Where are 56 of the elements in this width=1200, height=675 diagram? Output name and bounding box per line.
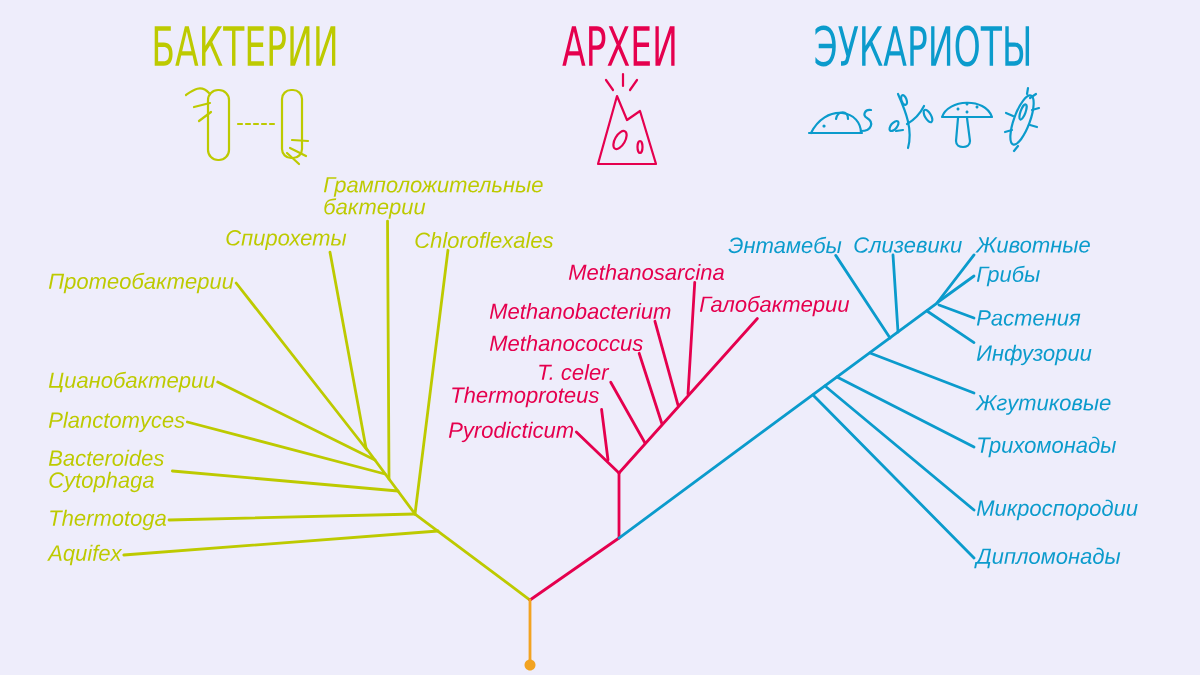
domain-heading: БАКТЕРИИ xyxy=(154,26,336,66)
branch-line xyxy=(328,250,368,450)
domain-heading: ЭУКАРИОТЫ xyxy=(815,25,1030,67)
taxon-label: Энтамебы xyxy=(728,236,842,254)
branch-line xyxy=(935,253,976,305)
taxon-label: T. celer xyxy=(539,363,610,381)
taxon-label: Слизевики xyxy=(854,237,962,253)
taxon-label: Chloroflexales xyxy=(415,231,554,249)
branch-line xyxy=(216,380,377,462)
branch-line xyxy=(834,254,892,340)
branch-line xyxy=(936,274,976,304)
taxon-label: Цианобактерии xyxy=(48,371,216,393)
taxon-label: Жгутиковые xyxy=(975,395,1111,415)
branch-line xyxy=(637,351,664,426)
taxon-label: Инфузории xyxy=(976,344,1092,366)
branch-line xyxy=(891,253,900,334)
branch-line xyxy=(823,384,976,512)
taxon-label: Thermotoga xyxy=(50,509,167,531)
branch-line xyxy=(925,309,976,344)
taxon-label: Methanosarcina xyxy=(568,263,724,281)
branch-line xyxy=(528,598,532,661)
taxon-label: Bacteroides Cytophaga xyxy=(48,449,164,493)
taxon-label: Галобактерии xyxy=(699,295,850,317)
taxon-label: Грамположительные бактерии xyxy=(323,177,543,219)
branch-line xyxy=(617,317,759,475)
taxon-label: Грибы xyxy=(976,265,1040,287)
branch-line xyxy=(835,375,976,449)
taxon-label: Methanococcus xyxy=(489,334,643,352)
taxon-label: Methanobacterium xyxy=(489,302,671,320)
branch-line xyxy=(653,319,680,407)
branch-line xyxy=(609,380,647,445)
taxon-label: Planctomyces xyxy=(48,411,185,433)
branch-line xyxy=(600,408,610,462)
branch-line xyxy=(234,281,369,452)
taxon-label: Thermoproteus xyxy=(452,386,599,408)
branch-line xyxy=(868,351,976,395)
branch-line xyxy=(574,430,621,475)
taxon-label: Растения xyxy=(976,310,1081,326)
taxon-label: Pyrodicticum xyxy=(448,421,574,443)
branch-line xyxy=(937,303,976,320)
branch-line xyxy=(167,512,417,522)
branch-line xyxy=(811,393,976,560)
branch-line xyxy=(122,529,440,557)
taxon-label: Aquifex xyxy=(47,544,123,566)
branch-line xyxy=(413,248,450,516)
taxon-label: Трихомонады xyxy=(978,436,1116,458)
taxon-label: Протеобактерии xyxy=(48,272,234,294)
branch-line xyxy=(686,280,697,396)
taxon-label: Спирохеты xyxy=(226,230,347,250)
taxon-label: Микроспородии xyxy=(976,499,1138,521)
branch-line xyxy=(185,420,387,476)
branch-line xyxy=(386,219,391,481)
branch-line xyxy=(171,469,400,493)
taxon-label: Дипломонады xyxy=(974,547,1121,569)
taxon-label: Животные xyxy=(975,237,1090,253)
domain-heading: АРХЕИ xyxy=(562,26,675,66)
